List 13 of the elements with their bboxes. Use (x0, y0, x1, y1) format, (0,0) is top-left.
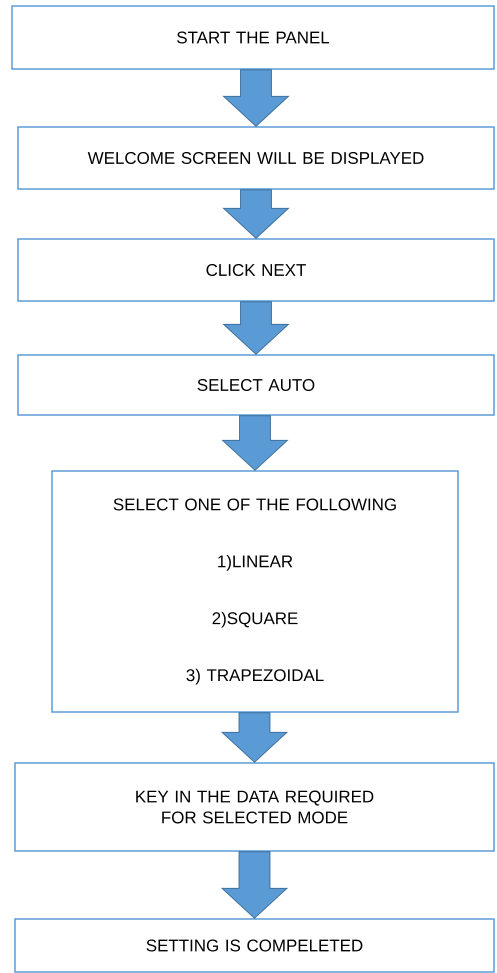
process-box: SELECT ONE OF THE FOLLOWING 1)LINEAR 2)SQUARE 3) TRAPEZOIDAL (51, 470, 459, 713)
block-arrow (221, 415, 289, 471)
process-box: SETTING IS COMPELETED (14, 918, 495, 973)
process-box: CLICK NEXT (17, 238, 495, 302)
block-arrow (222, 69, 290, 127)
process-box: SELECT AUTO (17, 354, 495, 416)
process-box: WELCOME SCREEN WILL BE DISPLAYED (17, 126, 495, 190)
block-arrow (220, 712, 288, 763)
process-box: START THE PANEL (11, 5, 495, 70)
block-arrow (222, 189, 290, 239)
process-box: KEY IN THE DATA REQUIRED FOR SELECTED MODE (14, 762, 495, 852)
block-arrow (220, 851, 288, 919)
block-arrow (222, 301, 290, 355)
